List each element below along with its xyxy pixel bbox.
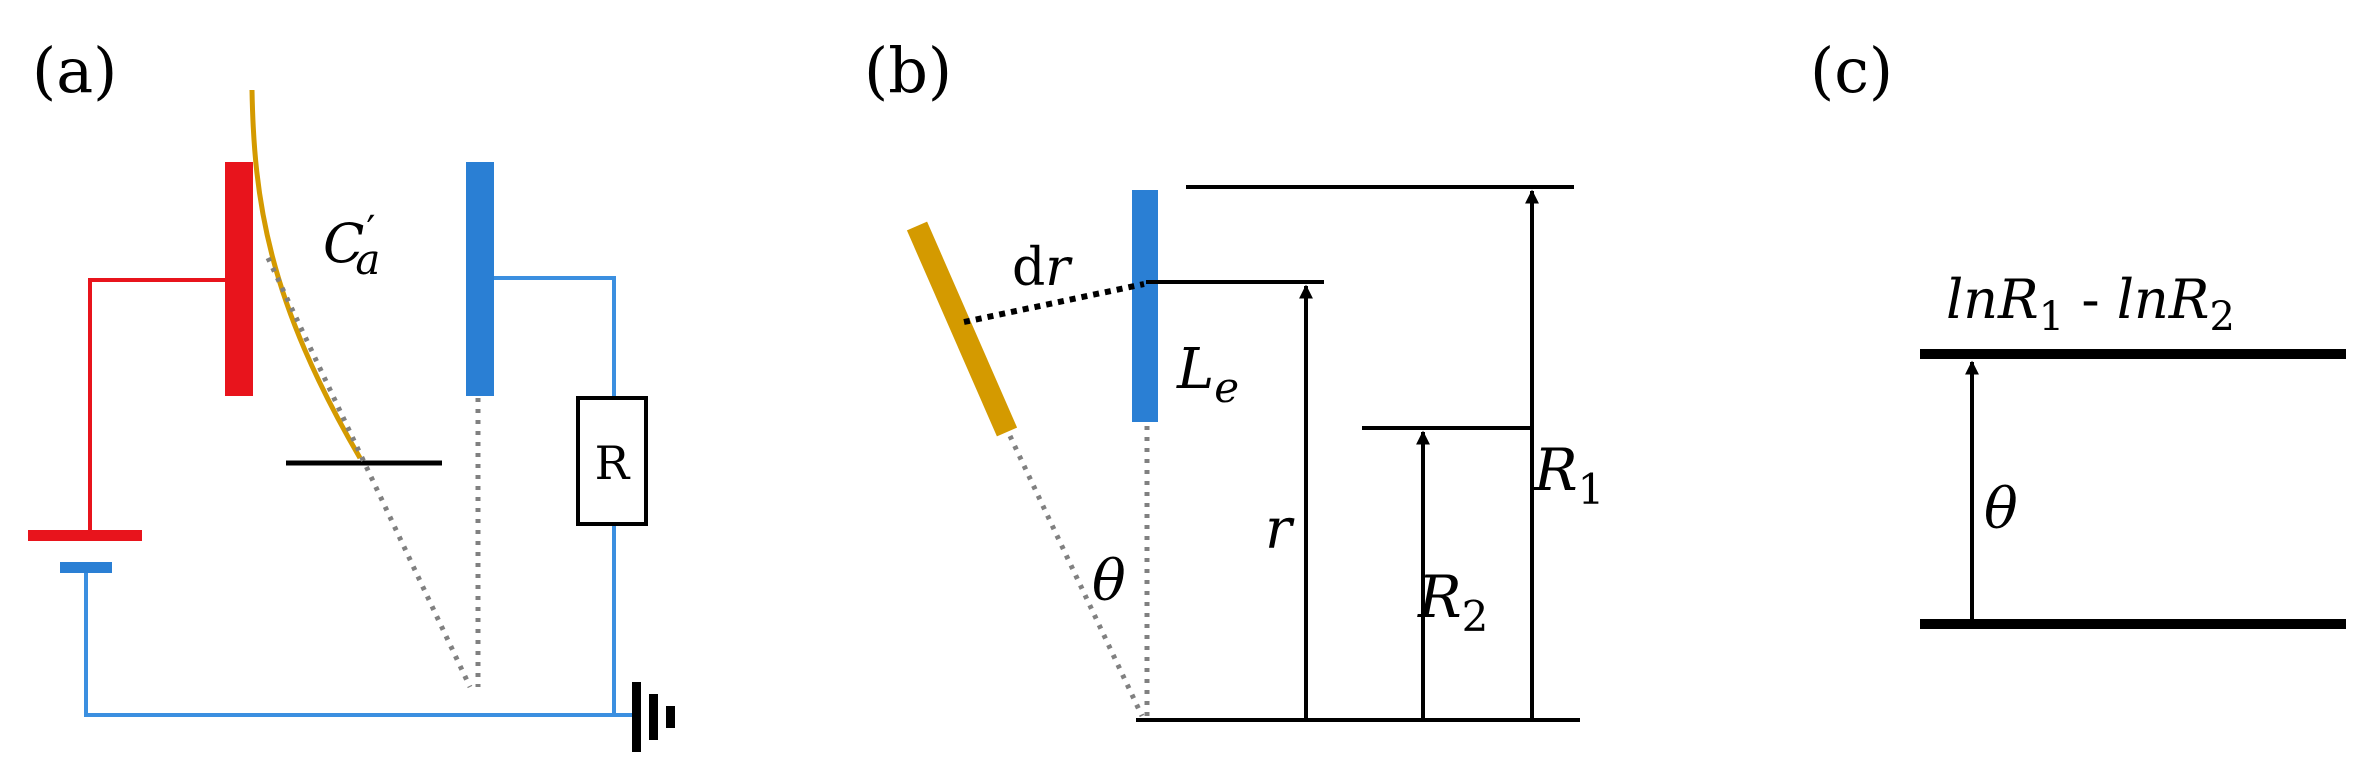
red-wire — [88, 278, 238, 532]
panel-c: (c) lnR1 - lnR2 θ — [1810, 34, 2346, 629]
resistor-label: R — [595, 436, 631, 490]
resistor-icon — [576, 396, 648, 526]
red-capacitor-plate — [225, 162, 253, 396]
battery-icon — [28, 530, 142, 573]
blue-plate — [1132, 190, 1158, 422]
gold-plate — [906, 221, 1018, 437]
panel-b-label: (b) — [864, 34, 952, 107]
blue-capacitor-plate — [466, 162, 494, 396]
blue-wire-bottom — [84, 573, 636, 717]
ground-icon — [632, 682, 675, 752]
capacitance-label: C′a — [323, 208, 380, 284]
le-label: Le — [1176, 337, 1239, 412]
gold-leaf — [249, 89, 363, 460]
panel-b: (b) dr Le θ r R2 R1 — [864, 34, 1604, 722]
panel-c-label: (c) — [1810, 34, 1893, 107]
theta-label: θ — [1092, 549, 1126, 614]
dotted-line-gold — [1007, 434, 1145, 718]
r1-label: R1 — [1533, 436, 1604, 514]
blue-wire-right — [480, 276, 616, 398]
r2-label: R2 — [1417, 563, 1488, 641]
r-label: r — [1265, 497, 1295, 562]
panel-a-label: (a) — [32, 34, 117, 107]
ln-difference-label: lnR1 - lnR2 — [1946, 268, 2235, 340]
dr-label: dr — [1012, 238, 1073, 298]
theta-label-c: θ — [1984, 477, 2018, 542]
dotted-line-leaf — [265, 256, 473, 689]
panel-a: (a) R C′a — [28, 34, 675, 752]
